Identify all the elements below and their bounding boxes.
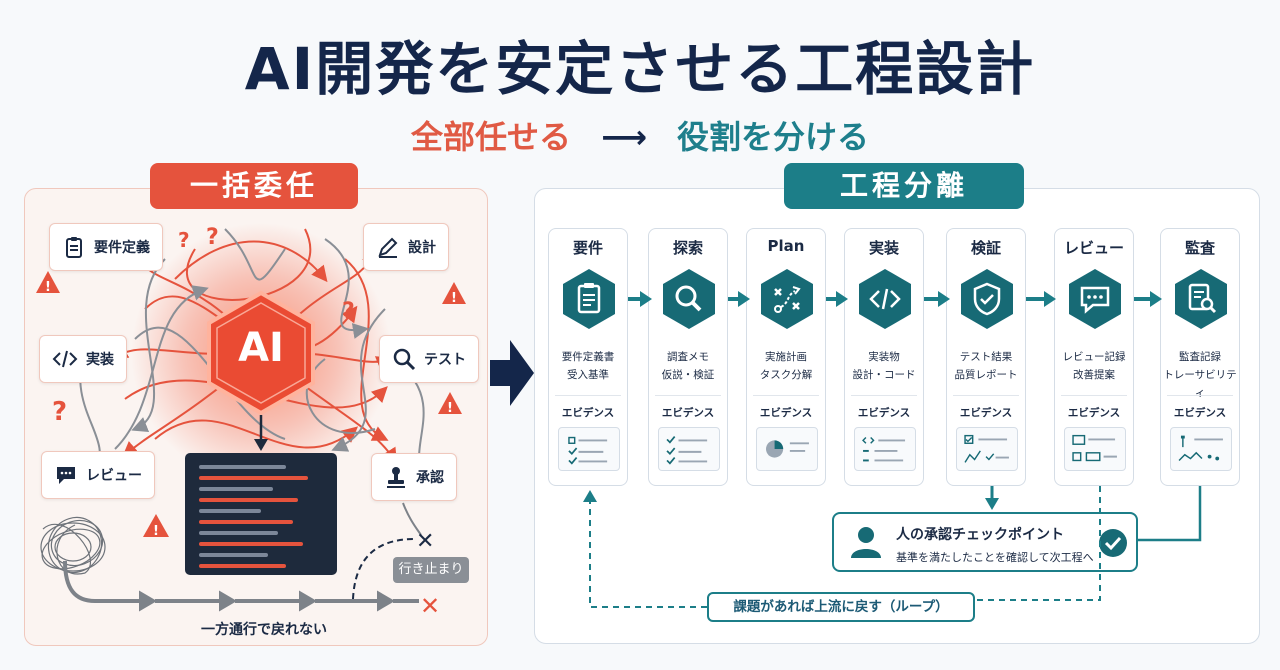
stage-outputs: 要件定義書受入基準 [549, 348, 627, 384]
left-card-test: テスト [379, 335, 479, 383]
code-screen [185, 453, 337, 575]
stage-evidence-label: エビデンス [959, 407, 1013, 419]
stage-exploration: 探索 調査メモ仮説・検証 エビデンス [648, 228, 728, 486]
checkpoint-title: 人の承認チェックポイント [896, 527, 1064, 543]
right-badge: 工程分離 [784, 163, 1024, 209]
stamp-icon [387, 467, 405, 488]
stage-name: 実装 [868, 239, 899, 257]
left-card-label: 設計 [408, 240, 436, 256]
stage-output: 実装物 [868, 351, 900, 363]
evidence-trace-icon [1170, 427, 1232, 471]
shield-check-icon [961, 269, 1013, 329]
stage-audit: 監査 監査記録トレーサビリティ エビデンス [1160, 228, 1240, 486]
left-card-label: 実装 [86, 352, 114, 368]
evidence-checklist-icon [558, 427, 620, 471]
subtitle-to: 役割を分ける [676, 118, 869, 156]
code-icon [52, 350, 78, 368]
tangled-arrows [40, 223, 426, 612]
evidence-report-icon [956, 427, 1018, 471]
check-circle-icon [1099, 529, 1127, 557]
code-icon [859, 269, 911, 329]
stage-output: 実施計画 [765, 351, 807, 363]
left-card-review: レビュー [41, 451, 155, 499]
loop-back-label: 課題があれば上流に戻す（ループ） [707, 592, 975, 622]
left-card-label: 承認 [416, 470, 444, 486]
stage-output: タスク分解 [759, 369, 813, 381]
transition-arrow-icon [490, 340, 534, 406]
ai-hexagon: AI [238, 325, 284, 371]
stage-output: 監査記録 [1179, 351, 1221, 363]
stage-evidence-label: エビデンス [1173, 407, 1227, 419]
magnifier-icon [663, 269, 715, 329]
stage-output: トレーサビリティ [1163, 369, 1237, 399]
stage-name: 監査 [1184, 239, 1215, 257]
stage-outputs: 実施計画タスク分解 [747, 348, 825, 384]
stage-outputs: レビュー記録改善提案 [1055, 348, 1133, 384]
clipboard-icon [66, 237, 82, 258]
approval-checkpoint: 人の承認チェックポイント 基準を満たしたことを確認して次工程へ [832, 512, 1138, 572]
one-way-label: 一方通行で戻れない [201, 622, 327, 638]
evidence-comment-icon [1064, 427, 1126, 471]
page-subtitle: 全部任せる ⟶ 役割を分ける [0, 112, 1280, 158]
stage-output: テスト結果 [959, 351, 1013, 363]
left-badge: 一括委任 [150, 163, 358, 209]
left-card-requirements: 要件定義 [49, 223, 163, 271]
stage-plan: Plan 実施計画タスク分解 エビデンス [746, 228, 826, 486]
evidence-pie-icon [756, 427, 818, 471]
stage-output: 品質レポート [954, 369, 1018, 381]
stage-review: レビュー レビュー記録改善提案 エビデンス [1054, 228, 1134, 486]
stage-evidence-label: エビデンス [661, 407, 715, 419]
stage-name: 要件 [572, 239, 603, 257]
stage-outputs: 調査メモ仮説・検証 [649, 348, 727, 384]
stage-outputs: 実装物設計・コード [845, 348, 923, 384]
stage-output: 仮説・検証 [661, 369, 715, 381]
stage-evidence-label: エビデンス [759, 407, 813, 419]
stage-evidence-label: エビデンス [1067, 407, 1121, 419]
stage-verification: 検証 テスト結果品質レポート エビデンス [946, 228, 1026, 486]
comment-icon [1069, 269, 1121, 329]
stage-output: 要件定義書 [561, 351, 615, 363]
clipboard-icon [563, 269, 615, 329]
stage-output: 設計・コード [852, 369, 916, 381]
stage-output: 調査メモ [667, 351, 709, 363]
pencil-icon [378, 237, 398, 258]
left-card-approval: 承認 [371, 453, 457, 501]
stage-name: 探索 [672, 239, 703, 257]
evidence-code-icon [854, 427, 916, 471]
left-panel: 要件定義 設計 実装 テスト レビュー 承認 AI 行き止まり 一方通行で戻れな… [24, 188, 488, 646]
stage-output: 改善提案 [1073, 369, 1115, 381]
comment-icon [57, 467, 75, 484]
stage-outputs: 監査記録トレーサビリティ [1161, 348, 1239, 402]
stage-outputs: テスト結果品質レポート [947, 348, 1025, 384]
left-card-label: テスト [424, 352, 466, 368]
left-card-design: 設計 [363, 223, 449, 271]
stage-name: レビュー [1063, 239, 1124, 257]
person-icon [851, 527, 881, 558]
stage-implementation: 実装 実装物設計・コード エビデンス [844, 228, 924, 486]
stage-output: レビュー記録 [1062, 351, 1126, 363]
subtitle-arrow-icon: ⟶ [601, 118, 647, 156]
page-title: AI開発を安定させる工程設計 [244, 35, 1036, 103]
left-card-implementation: 実装 [39, 335, 127, 383]
dead-end-label: 行き止まり [393, 557, 469, 583]
stage-output: 受入基準 [567, 369, 609, 381]
stage-name: Plan [767, 237, 805, 255]
evidence-checklist-icon [658, 427, 720, 471]
left-card-label: レビュー [86, 468, 142, 484]
strategy-icon [761, 269, 813, 329]
stage-evidence-label: エビデンス [857, 407, 911, 419]
audit-doc-icon [1175, 269, 1227, 329]
subtitle-from: 全部任せる [411, 118, 572, 156]
stage-evidence-label: エビデンス [561, 407, 615, 419]
stage-name: 検証 [970, 239, 1001, 257]
magnifier-icon [393, 348, 416, 371]
stage-requirements: 要件 要件定義書受入基準 エビデンス [548, 228, 628, 486]
left-card-label: 要件定義 [94, 240, 150, 256]
checkpoint-desc: 基準を満たしたことを確認して次工程へ [896, 551, 1094, 564]
